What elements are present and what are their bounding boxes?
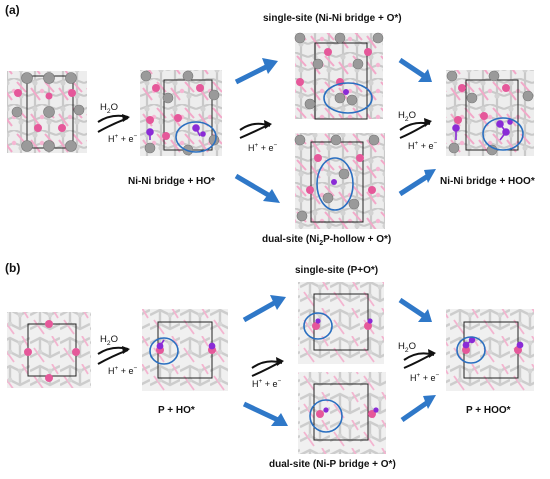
reaction-b3-water: H2O [398,341,416,354]
reaction-arrow-a1 [97,114,130,133]
panel-b-intermediate-label: P + HO* [158,405,195,416]
slab-b-clean [7,312,91,388]
highlight-ring [323,82,373,114]
panel-b-final-label: P + HOO* [466,405,511,416]
slab-b-dual-site [298,372,386,454]
p-atoms [14,89,76,132]
reaction-a1-water: H2O [100,102,118,115]
panel-b [7,282,534,454]
reaction-a3-proton: H+ + e− [408,140,438,151]
panel-b-dual-site-label: dual-site (Ni-P bridge + O*) [269,459,396,470]
highlight-ring [303,312,333,340]
highlight-ring [175,121,217,153]
reaction-arrow-a3 [399,118,432,139]
slab-a-hoo [446,70,534,156]
slab-a-dual-site [294,133,385,229]
panel-a-intermediate-label: Ni-Ni bridge + HO* [128,176,215,187]
ni-atoms [11,72,85,152]
slab-a-ho [140,70,222,156]
reaction-b1-water: H2O [100,334,118,347]
highlight-ring [309,399,343,433]
panel-b-tag: (b) [5,261,21,275]
reaction-arrow-b2 [251,357,284,377]
slab-a-single-site [294,32,384,120]
reaction-arrow-b3 [403,349,436,369]
branch-arrows-b [242,297,430,423]
slab-b-ho [142,309,228,391]
panel-b-single-site-label: single-site (P+O*) [295,265,379,276]
panel-a [7,32,534,229]
slab-a-clean [7,71,87,153]
adsorbate-ho [146,124,206,140]
reaction-b2-proton: H+ + e− [252,378,282,389]
slab-b-single-site [298,282,384,364]
reaction-arrow-b1 [97,346,130,365]
reaction-arrow-a2 [239,120,272,139]
highlight-ring [482,117,524,151]
highlight-ring [456,336,486,364]
branch-arrows-a [234,57,430,199]
reaction-a2-proton: H+ + e− [248,142,278,153]
reaction-b3-proton: H+ + e− [410,372,440,383]
slab-b-hoo [446,309,534,391]
panel-a-final-label: Ni-Ni bridge + HOO* [440,176,535,187]
panel-a-tag: (a) [5,3,20,17]
panel-a-dual-site-label: dual-site (Ni2P-hollow + O*) [262,234,392,247]
reaction-b1-proton: H+ + e− [108,365,138,376]
reaction-a1-proton: H+ + e− [108,133,138,144]
highlight-ring [149,337,179,365]
panel-a-single-site-label: single-site (Ni-Ni bridge + O*) [263,13,402,24]
highlight-ring [316,157,354,211]
reaction-a3-water: H2O [398,110,416,123]
